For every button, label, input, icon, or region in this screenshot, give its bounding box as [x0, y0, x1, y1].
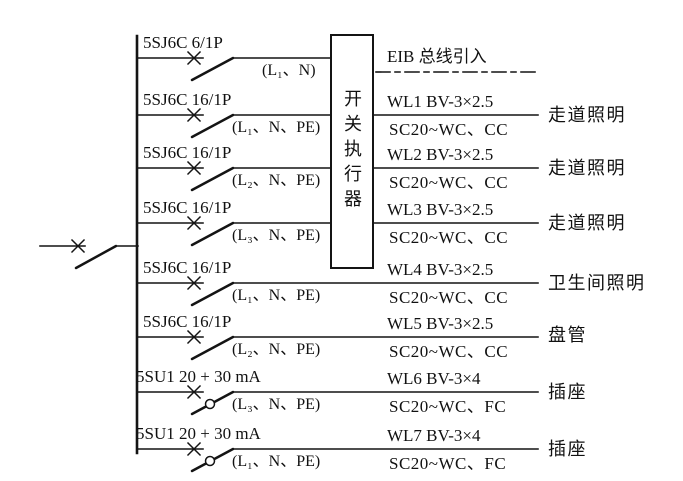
branch-phase-label: (L₁、N、PE) — [232, 119, 321, 136]
circuit-load-label: 走道照明 — [548, 105, 626, 125]
circuit-spec-label: SC20~WC、FC — [389, 397, 507, 416]
circuit-load-label: 卫生间照明 — [548, 273, 646, 293]
circuit-spec-label: SC20~WC、CC — [389, 228, 509, 247]
actuator-box-label: 开关执行器 — [342, 89, 362, 214]
branch-phase-label: (L₁、N、PE) — [232, 287, 321, 304]
rcd-switch-icon — [136, 384, 539, 416]
branch-breaker-label: 5SU1 20 + 30 mA — [136, 367, 261, 386]
branch-switch-icon — [136, 215, 332, 247]
circuit-label: WL7 BV-3×4 — [387, 426, 481, 445]
circuit-load-label: 插座 — [548, 382, 587, 402]
circuit-label: WL2 BV-3×2.5 — [387, 145, 494, 164]
circuit-label: WL6 BV-3×4 — [387, 369, 481, 388]
branch-breaker-label: 5SJ6C 16/1P — [143, 258, 232, 277]
branch-breaker-label: 5SJ6C 16/1P — [143, 198, 232, 217]
branch-phase-label: (L₁、N) — [262, 62, 316, 79]
actuator-box — [330, 34, 374, 269]
branch-phase-label: (L₃、N、PE) — [232, 227, 321, 244]
circuit-spec-label: SC20~WC、CC — [389, 342, 509, 361]
circuit-spec-label: SC20~WC、CC — [389, 288, 509, 307]
branch-switch-icon — [136, 50, 332, 82]
main-switch-icon — [39, 238, 139, 270]
circuit-label: WL1 BV-3×2.5 — [387, 92, 494, 111]
circuit-load-label: 走道照明 — [548, 213, 626, 233]
rcd-switch-icon — [136, 441, 539, 473]
branch-breaker-label: 5SJ6C 16/1P — [143, 90, 232, 109]
circuit-load-label: 插座 — [548, 439, 587, 459]
circuit-load-label: 走道照明 — [548, 158, 626, 178]
branch-breaker-label: 5SJ6C 6/1P — [143, 33, 223, 52]
branch-switch-icon — [136, 275, 539, 307]
branch-phase-label: (L₂、N、PE) — [232, 172, 321, 189]
branch-breaker-label: 5SJ6C 16/1P — [143, 312, 232, 331]
circuit-spec-label: SC20~WC、CC — [389, 120, 509, 139]
circuit-load-label: 盘管 — [548, 325, 587, 345]
circuit-label: WL4 BV-3×2.5 — [387, 260, 494, 279]
branch-breaker-label: 5SJ6C 16/1P — [143, 143, 232, 162]
branch-switch-icon — [136, 107, 332, 139]
branch-switch-icon — [136, 329, 539, 361]
branch-switch-icon — [136, 160, 332, 192]
branch-phase-label: (L₁、N、PE) — [232, 453, 321, 470]
circuit-label: EIB 总线引入 — [387, 47, 487, 66]
circuit-label: WL3 BV-3×2.5 — [387, 200, 494, 219]
circuit-label: WL5 BV-3×2.5 — [387, 314, 494, 333]
circuit-spec-label: SC20~WC、FC — [389, 454, 507, 473]
branch-phase-label: (L₂、N、PE) — [232, 341, 321, 358]
branch-breaker-label: 5SU1 20 + 30 mA — [136, 424, 261, 443]
circuit-spec-label: SC20~WC、CC — [389, 173, 509, 192]
branch-phase-label: (L₃、N、PE) — [232, 396, 321, 413]
